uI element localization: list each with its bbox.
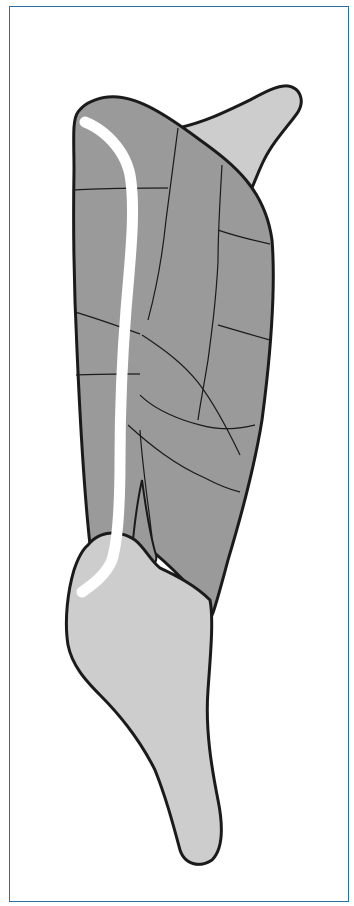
limb-illustration [0, 0, 354, 906]
